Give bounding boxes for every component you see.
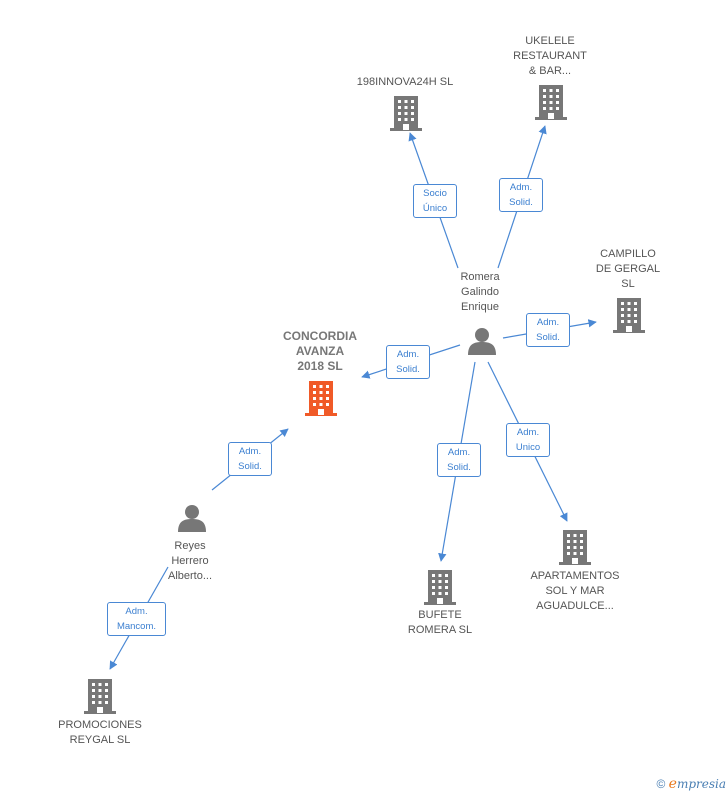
label-line: APARTAMENTOS xyxy=(530,570,620,582)
label-line: & BAR... xyxy=(528,65,572,77)
label-line: Solid. xyxy=(536,332,560,343)
label-line: DE GERGAL xyxy=(595,263,661,275)
label-line: Solid. xyxy=(396,364,420,375)
label-line: Unico xyxy=(515,442,541,453)
building-icon-apartamentos xyxy=(559,530,591,565)
building-icon-concordia xyxy=(305,381,337,416)
label-line: 198INNOVA24H SL xyxy=(356,76,454,88)
person-icon-romera xyxy=(468,328,496,355)
label-line: Adm. xyxy=(509,182,533,193)
node-label-campillo[interactable]: CAMPILLO DE GERGAL SL xyxy=(578,247,678,292)
label-line: Socio xyxy=(423,188,447,199)
node-label-apartamentos[interactable]: APARTAMENTOS SOL Y MAR AGUADULCE... xyxy=(510,569,640,614)
label-line: AGUADULCE... xyxy=(536,600,614,612)
label-line: ROMERA SL xyxy=(407,624,473,636)
edge-label-adm-unico: Adm. Unico xyxy=(506,423,550,457)
label-line: SL xyxy=(621,278,635,290)
label-line: Herrero xyxy=(171,555,209,567)
building-icon-campillo xyxy=(613,298,645,333)
label-line: Adm. xyxy=(516,427,540,438)
label-line: Enrique xyxy=(461,301,499,313)
label-line: 2018 SL xyxy=(297,359,343,373)
label-line: Adm. xyxy=(447,447,471,458)
copyright-symbol: © xyxy=(656,777,666,791)
node-label-ukelele[interactable]: UKELELE RESTAURANT & BAR... xyxy=(490,34,610,79)
label-line: CONCORDIA xyxy=(283,329,357,343)
building-icon-ukelele xyxy=(535,85,567,120)
label-line: SOL Y MAR xyxy=(545,585,605,597)
label-line: UKELELE xyxy=(525,35,575,47)
label-line: REYGAL SL xyxy=(69,734,131,746)
label-line: BUFETE xyxy=(418,609,462,621)
node-label-bufete[interactable]: BUFETE ROMERA SL xyxy=(380,608,500,638)
brand-logo-text: mpresia xyxy=(676,777,726,791)
label-line: RESTAURANT xyxy=(513,50,587,62)
edge-label-adm-solid-concordia: Adm. Solid. xyxy=(386,345,430,379)
label-line: Romera xyxy=(460,271,500,283)
label-line: Adm. xyxy=(396,349,420,360)
label-line: Mancom. xyxy=(116,621,157,632)
label-line: AVANZA xyxy=(295,344,345,358)
node-label-promociones[interactable]: PROMOCIONES REYGAL SL xyxy=(40,718,160,748)
label-line: CAMPILLO xyxy=(600,248,656,260)
building-icon-bufete xyxy=(424,570,456,605)
edge-label-adm-mancom: Adm. Mancom. xyxy=(107,602,166,636)
label-line: Solid. xyxy=(238,461,262,472)
label-line: PROMOCIONES xyxy=(58,719,142,731)
label-line: Adm. xyxy=(536,317,560,328)
label-line: Solid. xyxy=(509,197,533,208)
label-line: Adm. xyxy=(238,446,262,457)
brand-logo-e: e xyxy=(668,776,677,792)
label-line: Adm. xyxy=(125,606,148,617)
node-label-innova[interactable]: 198INNOVA24H SL xyxy=(330,75,480,90)
label-line: Reyes xyxy=(174,540,206,552)
edge-label-adm-solid-reyes: Adm. Solid. xyxy=(228,442,272,476)
person-icon-reyes xyxy=(178,505,206,532)
label-line: Alberto... xyxy=(167,570,213,582)
building-icon-promociones xyxy=(84,679,116,714)
label-line: Solid. xyxy=(447,462,471,473)
building-icon-innova xyxy=(390,96,422,131)
footer-brand[interactable]: © empresia xyxy=(656,776,726,792)
edge-label-adm-solid-bufete: Adm. Solid. xyxy=(437,443,481,477)
edge-label-adm-solid-campillo: Adm. Solid. xyxy=(526,313,570,347)
label-line: Único xyxy=(422,203,448,214)
label-line: Galindo xyxy=(461,286,499,298)
edge-label-adm-solid-ukelele: Adm. Solid. xyxy=(499,178,543,212)
